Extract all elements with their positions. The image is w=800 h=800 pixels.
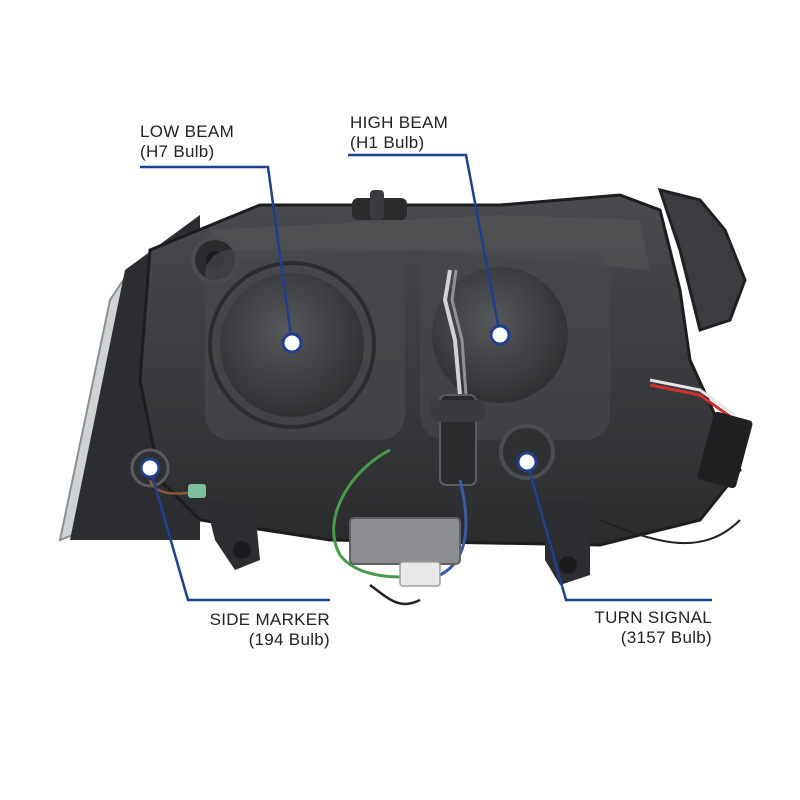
callout-lines	[140, 153, 712, 602]
bulb-socket-cap	[430, 400, 486, 422]
mount-bracket-right	[657, 187, 747, 332]
marker-dot-turn-signal	[516, 451, 538, 473]
right-wire-black	[599, 519, 741, 544]
label-turn-signal: TURN SIGNAL (3157 Bulb)	[560, 608, 712, 648]
marker-dot-side-marker	[139, 457, 161, 479]
label-side-marker-name: SIDE MARKER	[209, 610, 330, 629]
label-high-beam-bulb: (H1 Bulb)	[350, 133, 425, 152]
high-beam-wire-2	[450, 269, 468, 396]
low-beam-cap-ring	[208, 261, 376, 429]
label-low-beam-bulb: (H7 Bulb)	[140, 142, 215, 161]
mount-bracket-bottom-left	[205, 500, 260, 570]
right-connector	[697, 411, 753, 489]
vent-tube-stem	[370, 190, 384, 220]
marker-dot-low-beam	[281, 332, 303, 354]
label-turn-signal-bulb: (3157 Bulb)	[620, 628, 712, 647]
callout-line-turn-signal	[525, 461, 712, 602]
callout-line-side-marker	[148, 467, 330, 602]
callout-line-high-beam	[348, 153, 502, 336]
callout-line-low-beam	[140, 165, 294, 344]
label-side-marker: SIDE MARKER (194 Bulb)	[200, 610, 330, 650]
mount-hole-bottom-left	[233, 541, 251, 559]
right-wire-red	[649, 383, 736, 422]
marker-dot-high-beam	[489, 324, 511, 346]
label-turn-signal-name: TURN SIGNAL	[594, 608, 712, 627]
module-connector	[399, 561, 441, 587]
module-wire-green	[332, 448, 421, 579]
module-wire-black	[369, 584, 421, 606]
mount-hole-bottom-right	[559, 556, 577, 574]
label-low-beam-name: LOW BEAM	[140, 122, 235, 141]
right-wire-white	[649, 378, 736, 417]
marker-dots	[139, 324, 538, 479]
module-wire-blue	[439, 479, 468, 577]
label-side-marker-bulb: (194 Bulb)	[248, 630, 330, 649]
side-marker-connector	[188, 484, 206, 498]
control-module	[349, 517, 461, 565]
label-high-beam-name: HIGH BEAM	[350, 113, 449, 132]
high-beam-wire	[442, 269, 462, 396]
label-low-beam: LOW BEAM (H7 Bulb)	[140, 122, 234, 162]
label-high-beam: HIGH BEAM (H1 Bulb)	[350, 113, 448, 153]
